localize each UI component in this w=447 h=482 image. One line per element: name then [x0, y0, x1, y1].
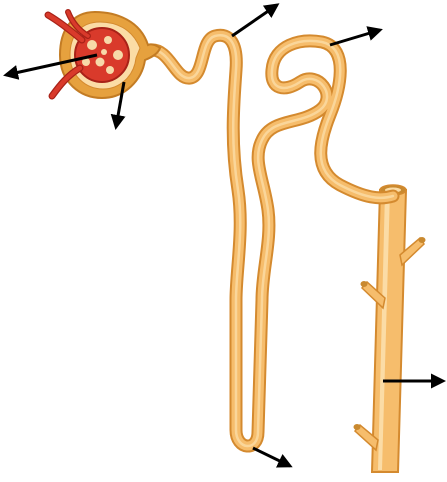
- arrow-loop-of-henle: [253, 448, 290, 466]
- collecting-duct: [354, 185, 426, 472]
- renal-tubule: [150, 35, 393, 446]
- arrow-distal-tubule: [330, 30, 380, 45]
- arrow-proximal-tubule: [232, 5, 277, 36]
